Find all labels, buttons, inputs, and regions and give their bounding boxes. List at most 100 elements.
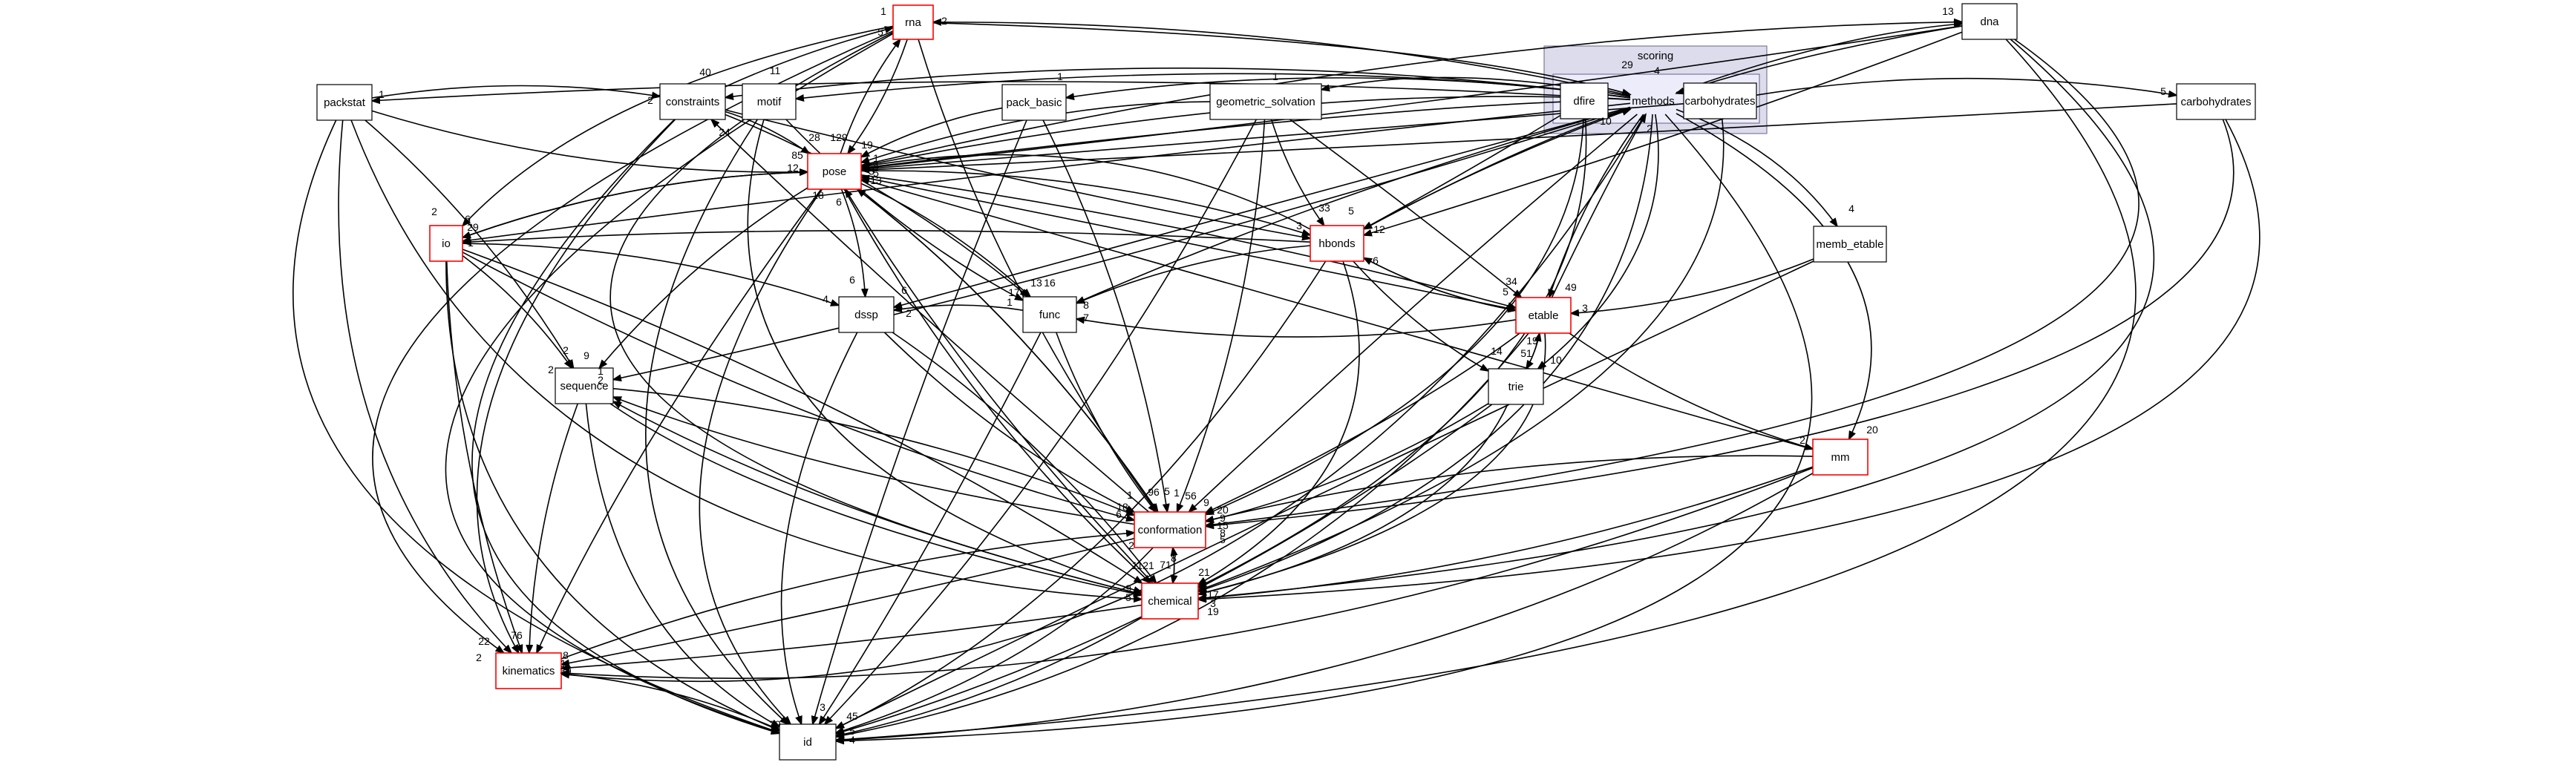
edge-label-pose-kinematics: 76 bbox=[511, 629, 523, 641]
node-box-conformation[interactable] bbox=[1134, 511, 1206, 548]
edge-label-pose-func: 13 bbox=[1030, 277, 1042, 289]
node-label-mm[interactable]: mm bbox=[1831, 451, 1850, 464]
dependency-edge-dna-pose bbox=[860, 25, 1963, 171]
node-carbohydrates_r[interactable]: carbohydrates bbox=[2176, 83, 2256, 120]
node-box-pose[interactable] bbox=[807, 153, 862, 190]
dependency-edge-etable-pose bbox=[860, 174, 1517, 311]
node-box-func[interactable] bbox=[1022, 296, 1077, 333]
node-box-sequence[interactable] bbox=[555, 367, 614, 404]
edge-label-methods-chemical: 21 bbox=[1198, 566, 1210, 578]
node-box-memb_etable[interactable] bbox=[1813, 226, 1887, 263]
node-pack_basic[interactable]: pack_basic bbox=[1001, 84, 1067, 121]
node-box-mm[interactable] bbox=[1812, 439, 1869, 476]
node-box-rna[interactable] bbox=[892, 4, 934, 40]
dependency-edge-methods-func bbox=[1075, 106, 1631, 304]
node-geometric_solvation[interactable]: geometric_solvation bbox=[1209, 83, 1322, 120]
dependency-edge-io-pose bbox=[462, 168, 809, 238]
edge-label-dna-conformation: 8 bbox=[1220, 527, 1226, 539]
node-label-id[interactable]: id bbox=[803, 736, 812, 749]
dependency-edge-trie-conformation bbox=[1204, 403, 1489, 523]
node-label-carbohydrates_s[interactable]: carbohydrates bbox=[1684, 95, 1755, 108]
nodes-layer: rna packstat constraints motif pack_basic geo… bbox=[316, 3, 2256, 761]
node-label-geometric_solvation[interactable]: geometric_solvation bbox=[1216, 96, 1315, 108]
node-label-dfire[interactable]: dfire bbox=[1573, 95, 1595, 108]
node-rna[interactable]: rna bbox=[892, 4, 934, 40]
node-motif[interactable]: motif bbox=[742, 83, 797, 120]
node-label-io[interactable]: io bbox=[442, 237, 451, 250]
node-box-constraints[interactable] bbox=[659, 83, 726, 120]
edge-label-methods-dssp: 6 bbox=[901, 284, 907, 296]
edge-label-methods-io: 29 bbox=[467, 221, 479, 233]
dependency-edge-rna-chemical bbox=[609, 31, 1143, 597]
node-label-conformation[interactable]: conformation bbox=[1138, 524, 1203, 536]
node-box-dssp[interactable] bbox=[838, 296, 895, 333]
dependency-edge-pack_basic-pose bbox=[860, 107, 1003, 158]
edge-label-hbonds-pose: 19 bbox=[861, 139, 873, 151]
node-label-hbonds[interactable]: hbonds bbox=[1318, 237, 1355, 250]
node-label-memb_etable[interactable]: memb_etable bbox=[1817, 238, 1884, 251]
node-box-motif[interactable] bbox=[742, 83, 797, 120]
node-conformation[interactable]: conformation bbox=[1134, 511, 1206, 548]
node-memb_etable[interactable]: memb_etable bbox=[1813, 226, 1887, 263]
node-pose[interactable]: pose bbox=[807, 153, 862, 190]
dependency-edge-conformation-pose bbox=[856, 188, 1159, 513]
node-box-trie[interactable] bbox=[1488, 368, 1544, 405]
node-label-func[interactable]: func bbox=[1039, 309, 1061, 321]
node-box-packstat[interactable] bbox=[316, 84, 373, 121]
node-box-kinematics[interactable] bbox=[495, 652, 562, 689]
node-constraints[interactable]: constraints bbox=[659, 83, 726, 120]
node-label-constraints[interactable]: constraints bbox=[666, 96, 720, 108]
node-sequence[interactable]: sequence bbox=[555, 367, 614, 404]
edge-label-dssp-conformation: 1 bbox=[1127, 489, 1133, 501]
node-label-kinematics[interactable]: kinematics bbox=[503, 665, 555, 677]
node-label-motif[interactable]: motif bbox=[757, 96, 782, 108]
node-trie[interactable]: trie bbox=[1488, 368, 1544, 405]
node-label-pack_basic[interactable]: pack_basic bbox=[1006, 96, 1062, 109]
node-box-etable[interactable] bbox=[1515, 297, 1572, 334]
node-mm[interactable]: mm bbox=[1812, 439, 1869, 476]
node-label-etable[interactable]: etable bbox=[1529, 309, 1559, 322]
node-label-rna[interactable]: rna bbox=[905, 16, 921, 29]
node-dfire[interactable]: dfire bbox=[1560, 82, 1609, 119]
node-box-geometric_solvation[interactable] bbox=[1209, 83, 1322, 120]
node-label-methods[interactable]: methods bbox=[1632, 95, 1675, 108]
node-box-dna[interactable] bbox=[1961, 3, 2018, 40]
node-methods[interactable]: methods bbox=[1632, 95, 1675, 108]
node-label-dssp[interactable]: dssp bbox=[854, 309, 878, 321]
node-carbohydrates_s[interactable]: carbohydrates bbox=[1683, 82, 1757, 119]
node-label-trie[interactable]: trie bbox=[1508, 381, 1524, 393]
node-box-io[interactable] bbox=[429, 225, 463, 262]
node-box-pack_basic[interactable] bbox=[1001, 84, 1067, 121]
node-label-chemical[interactable]: chemical bbox=[1148, 595, 1191, 608]
node-hbonds[interactable]: hbonds bbox=[1310, 225, 1364, 262]
node-box-chemical[interactable] bbox=[1141, 582, 1199, 620]
node-packstat[interactable]: packstat bbox=[316, 84, 373, 121]
node-label-carbohydrates_r[interactable]: carbohydrates bbox=[2180, 96, 2251, 108]
dependency-edge-rna-id bbox=[445, 33, 894, 735]
dependency-edge-methods-memb_etable bbox=[1676, 108, 1839, 228]
node-label-pose[interactable]: pose bbox=[823, 165, 847, 178]
edge-label-methods-trie: 10 bbox=[1550, 354, 1562, 366]
node-label-dna[interactable]: dna bbox=[1980, 16, 1999, 28]
edge-label-pose-hbonds: 33 bbox=[1318, 202, 1330, 214]
node-dssp[interactable]: dssp bbox=[838, 296, 895, 333]
node-io[interactable]: io bbox=[429, 225, 463, 262]
edge-label-conformation-chemical: 71 bbox=[1160, 559, 1171, 571]
node-box-dfire[interactable] bbox=[1560, 82, 1609, 119]
edge-label-sequence-conformation: 6 bbox=[1116, 508, 1122, 520]
node-etable[interactable]: etable bbox=[1515, 297, 1572, 334]
edge-label-conformation-sequence: 1 bbox=[598, 365, 604, 377]
node-box-carbohydrates_r[interactable] bbox=[2176, 83, 2256, 120]
node-label-packstat[interactable]: packstat bbox=[324, 96, 366, 109]
node-dna[interactable]: dna bbox=[1961, 3, 2018, 40]
node-func[interactable]: func bbox=[1022, 296, 1077, 333]
node-kinematics[interactable]: kinematics bbox=[495, 652, 562, 689]
dependency-edge-conformation-constraints bbox=[710, 118, 1150, 513]
node-label-sequence[interactable]: sequence bbox=[560, 380, 608, 393]
node-box-id[interactable] bbox=[779, 723, 837, 761]
node-box-hbonds[interactable] bbox=[1310, 225, 1364, 262]
node-id[interactable]: id bbox=[779, 723, 837, 761]
dependency-edge-methods-mm bbox=[1676, 113, 1872, 441]
node-chemical[interactable]: chemical bbox=[1141, 582, 1199, 620]
node-box-carbohydrates_s[interactable] bbox=[1683, 82, 1757, 119]
